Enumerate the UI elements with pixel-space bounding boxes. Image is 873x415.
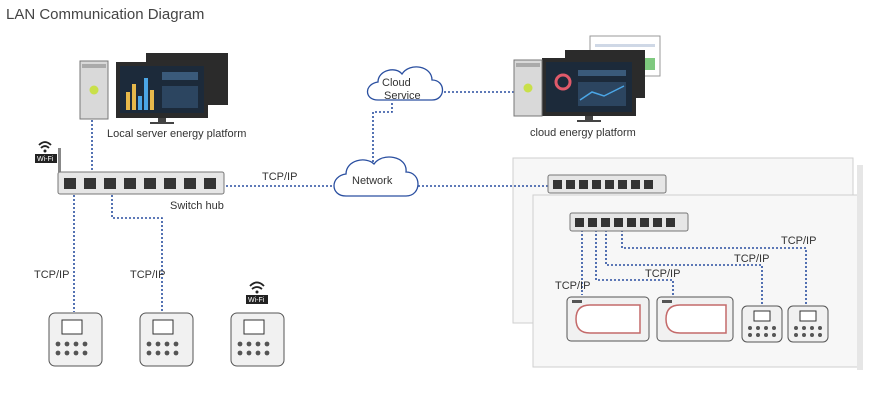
tcpip-label-hub: TCP/IP [262, 171, 297, 183]
tcpip-label-left-2: TCP/IP [130, 269, 165, 281]
network-links [73, 91, 807, 312]
cloud-service-icon [366, 66, 444, 101]
wifi-badge-device-label: Wi-Fi [248, 297, 265, 304]
cloud-server-icon [513, 59, 543, 117]
gateway-device-icon-5 [787, 305, 829, 343]
network-label: Network [352, 175, 393, 187]
remote-switch-back-icon [547, 174, 667, 194]
local-monitor-icon [116, 53, 228, 124]
link-switch-controller-2 [595, 230, 674, 295]
diagram-title: LAN Communication Diagram [6, 6, 204, 23]
hub-antenna [58, 148, 61, 172]
gateway-device-icon-2 [139, 312, 194, 367]
cloud-platform-label: cloud energy platform [530, 127, 636, 139]
tcpip-label-right-2: TCP/IP [645, 268, 680, 280]
local-server-label: Local server energy platform [107, 128, 246, 140]
wifi-icon [249, 281, 265, 294]
link-network-cloud [372, 102, 393, 162]
network-cloud-icon [333, 156, 419, 197]
tcpip-label-right-3: TCP/IP [734, 253, 769, 265]
controller-device-icon-1 [566, 296, 650, 342]
gateway-device-icon-3 [230, 312, 285, 367]
gateway-device-icon-1 [48, 312, 103, 367]
wifi-badge-label: Wi-Fi [37, 156, 54, 163]
link-switch-gateway-2 [621, 230, 807, 305]
gateway-device-icon-4 [741, 305, 783, 343]
wifi-badge [35, 154, 57, 163]
switch-hub-label: Switch hub [170, 200, 224, 212]
site-panel-shadow [857, 165, 863, 370]
link-switch-gateway-1 [605, 230, 763, 305]
tcpip-label-right-4: TCP/IP [781, 235, 816, 247]
switch-hub-icon [57, 171, 225, 195]
tcpip-label-left-1: TCP/IP [34, 269, 69, 281]
link-hub-device-2 [111, 191, 163, 312]
local-server-icon [79, 60, 109, 120]
wifi-badge-device [246, 295, 268, 304]
controller-device-icon-2 [656, 296, 734, 342]
cloud-service-label-2: Service [384, 90, 421, 102]
cloud-service-label-1: Cloud [382, 77, 411, 89]
wifi-icon [38, 141, 52, 153]
cloud-monitor-icon [542, 35, 661, 122]
tcpip-label-right-1: TCP/IP [555, 280, 590, 292]
remote-switch-front-icon [569, 212, 689, 232]
